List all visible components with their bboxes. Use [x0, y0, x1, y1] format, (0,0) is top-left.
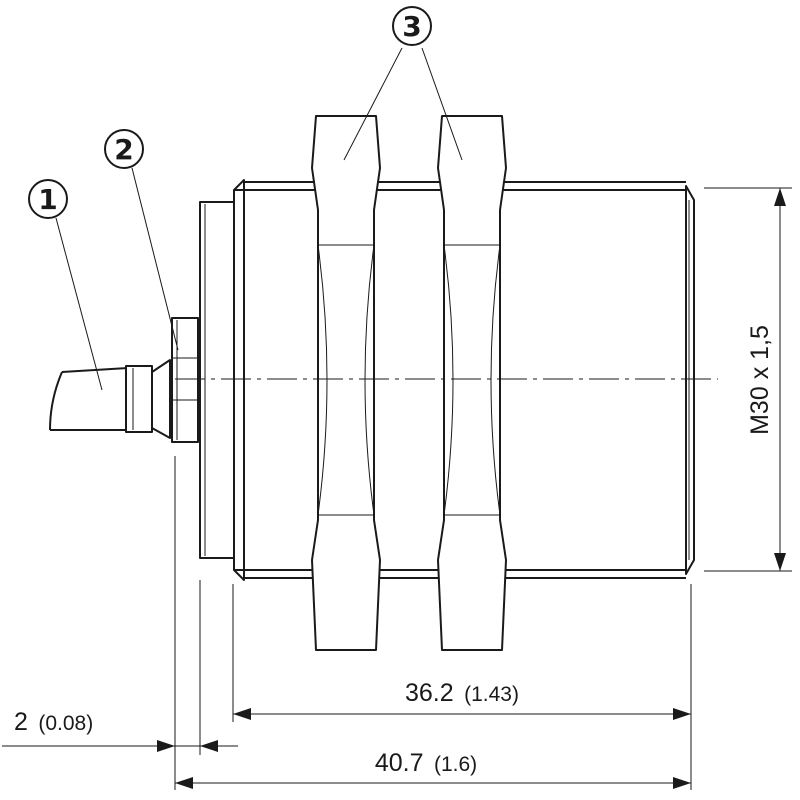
dimension-2-value: 2 — [14, 708, 28, 736]
svg-text:2 (0.08): 2 (0.08) — [14, 708, 93, 736]
dimension-36: 36.2 (1.43) — [233, 679, 691, 720]
callout-3-number: 3 — [402, 10, 421, 43]
dimension-40: 40.7 (1.6) — [175, 749, 691, 789]
nut-left — [311, 115, 381, 651]
callout-1-number: 1 — [38, 183, 57, 216]
callout-2: 2 — [104, 129, 179, 351]
dimension-2: 2 (0.08) — [2, 708, 238, 752]
svg-text:40.7 (1.6): 40.7 (1.6) — [375, 749, 477, 777]
dimension-36-imperial: (1.43) — [464, 683, 519, 706]
dimension-2-imperial: (0.08) — [38, 712, 93, 735]
callout-1: 1 — [28, 179, 103, 391]
dimension-40-value: 40.7 — [375, 749, 424, 777]
thread-size-label: M30 x 1,5 — [746, 325, 774, 435]
callout-2-number: 2 — [114, 133, 133, 166]
cable-gland — [171, 317, 199, 443]
cable — [49, 359, 171, 439]
callout-3: 3 — [343, 6, 463, 161]
nut-right — [437, 115, 507, 651]
thread-dimension: M30 x 1,5 — [704, 187, 792, 572]
dimension-40-imperial: (1.6) — [434, 753, 477, 776]
dimension-36-value: 36.2 — [405, 679, 454, 707]
svg-text:36.2 (1.43): 36.2 (1.43) — [405, 679, 519, 707]
